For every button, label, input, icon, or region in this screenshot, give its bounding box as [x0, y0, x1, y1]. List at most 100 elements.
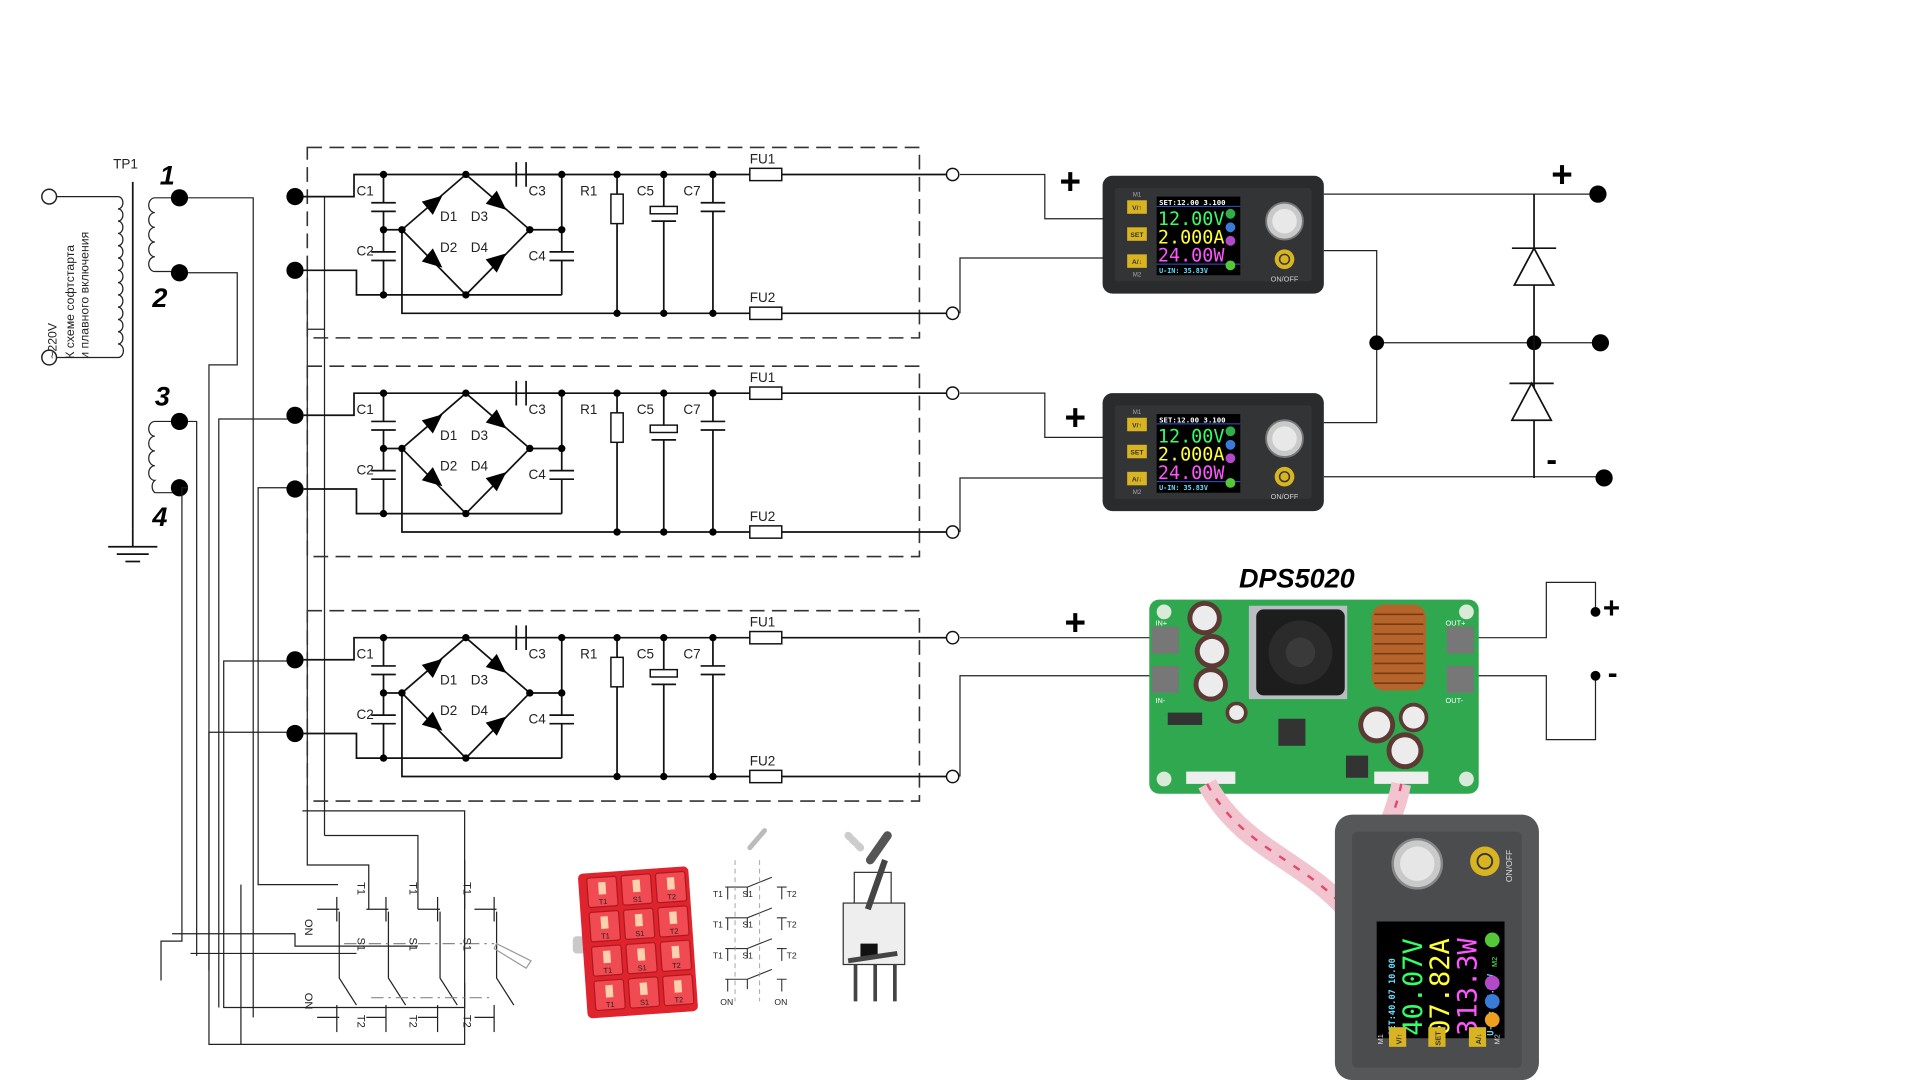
m2-label: M2: [1133, 489, 1142, 496]
label-c2: C2: [356, 244, 373, 259]
block-output-minus[interactable]: [945, 525, 960, 539]
dps5020-display-unit: ON/OFF SET:40.07 10.00 40.07V 07.82A 313…: [1334, 814, 1539, 1080]
sw-t2-3: T2: [460, 1015, 472, 1028]
selector-switch-schematic: ON T1 T1 T1 S1 S1 S1 ON T2 T2 T2: [302, 882, 532, 1033]
resistor-r1: [610, 193, 624, 225]
dps-wiring: [959, 173, 1598, 777]
block-output-minus[interactable]: [945, 306, 960, 321]
block-output-plus[interactable]: [945, 167, 960, 182]
cv-icon-a: [1225, 426, 1236, 437]
lcd-connector: [1186, 771, 1236, 784]
out-minus-label: OUT-: [1446, 696, 1464, 705]
output-plus-terminal[interactable]: [1589, 185, 1607, 203]
dps5020-out-minus-terminal[interactable]: [1590, 670, 1601, 681]
lcd-current: 2.000A: [1158, 227, 1225, 248]
diode-d1-symbol: [421, 195, 443, 215]
terminal-1-dot: [170, 189, 189, 207]
block-output-plus[interactable]: [945, 630, 960, 645]
primary-winding: ~220V К схеме софтстарта и плавного вклю…: [41, 188, 125, 366]
in-minus-terminal[interactable]: [1151, 665, 1179, 693]
switch-cell-label: T2: [670, 926, 679, 936]
dps5020-title: DPS5020: [1239, 563, 1355, 593]
label-d1: D1: [440, 209, 457, 224]
button-a-down[interactable]: A/↓: [1127, 471, 1147, 486]
onoff-button[interactable]: [1470, 846, 1500, 877]
button-a-down[interactable]: A/↓: [1468, 1027, 1487, 1047]
label-d4: D4: [471, 240, 489, 255]
fuse-fu2: [749, 525, 783, 539]
block-enclosure: [306, 146, 921, 339]
label-c2: C2: [356, 707, 373, 722]
label-r1: R1: [580, 183, 597, 198]
primary-terminal-top[interactable]: [41, 188, 58, 205]
sw-on-bottom: ON: [302, 993, 314, 1010]
diode-bottom: [1509, 381, 1554, 422]
button-set[interactable]: SET: [1428, 1027, 1446, 1047]
onoff-button[interactable]: [1274, 466, 1295, 487]
terminal-4-dot: [170, 479, 189, 497]
label-d3: D3: [471, 209, 488, 224]
terminal-4-label: 4: [151, 502, 167, 532]
button-v-up[interactable]: V/↑: [1388, 1027, 1407, 1047]
label-d2: D2: [440, 459, 457, 474]
ground-symbol: [108, 528, 158, 563]
out-plus-terminal[interactable]: [1446, 626, 1474, 654]
diode-d3-symbol: [485, 409, 507, 429]
output-plus-sign: +: [1551, 154, 1573, 195]
label-d2: D2: [440, 240, 457, 255]
sw-t1-2: T1: [406, 882, 418, 895]
lcd-screen: [1156, 196, 1241, 276]
sw-diag-s1: S1: [742, 950, 753, 960]
label-c3: C3: [529, 183, 546, 198]
diode-d4-symbol: [485, 253, 507, 273]
button-a-down-label: A/↓: [1132, 477, 1142, 484]
output-mid-terminal[interactable]: [1591, 334, 1610, 352]
switch-cell-label: T1: [598, 897, 607, 907]
label-c5: C5: [637, 647, 654, 662]
diode-d4-symbol: [485, 716, 507, 736]
sw-diag-s1: S1: [742, 920, 753, 930]
lcd-set-line: SET:12.00 3.100: [1159, 198, 1225, 207]
button-set-label: SET: [1434, 1031, 1443, 1046]
diode-d4-symbol: [485, 472, 507, 492]
sw-t1-1: T1: [355, 882, 367, 895]
out-minus-terminal[interactable]: [1446, 665, 1474, 693]
block-output-minus[interactable]: [945, 769, 960, 784]
out-plus-label: OUT+: [1446, 618, 1466, 627]
button-v-up[interactable]: V/↑: [1127, 200, 1147, 214]
fuse-fu1: [749, 630, 783, 645]
label-c3: C3: [529, 402, 546, 417]
label-fu1: FU1: [750, 615, 776, 630]
label-fu2: FU2: [750, 753, 776, 768]
label-c7: C7: [683, 647, 700, 662]
dps5020-out-plus-terminal[interactable]: [1590, 606, 1601, 617]
label-d1: D1: [440, 672, 457, 687]
in-plus-terminal[interactable]: [1151, 626, 1179, 654]
switch-lever[interactable]: [493, 942, 532, 970]
label-fu1: FU1: [750, 151, 776, 166]
sw-on-top: ON: [302, 919, 314, 936]
output-minus-terminal[interactable]: [1595, 469, 1613, 487]
block-output-plus[interactable]: [945, 386, 960, 401]
block-input-dot-bottom: [286, 261, 304, 279]
button-set[interactable]: SET: [1127, 444, 1147, 459]
block-enclosure: [306, 609, 921, 802]
sw-t2-2: T2: [406, 1015, 418, 1028]
button-set[interactable]: SET: [1127, 227, 1147, 241]
sw-diag-on-left: ON: [720, 997, 733, 1007]
capacitors: [1187, 600, 1429, 770]
label-c2: C2: [356, 462, 373, 477]
power-icon: [1225, 477, 1236, 488]
button-a-down-label: A/↓: [1132, 259, 1142, 266]
button-v-up[interactable]: V/↑: [1127, 417, 1147, 432]
terminal-2-dot: [170, 264, 189, 282]
onoff-button[interactable]: [1274, 249, 1295, 270]
button-a-down[interactable]: A/↓: [1127, 254, 1147, 268]
terminal-3-dot: [170, 412, 189, 431]
lcd-power: 313.3W: [1452, 937, 1483, 1035]
dps1-input-plus-sign: +: [1060, 161, 1082, 202]
button-v-up-label: V/↑: [1132, 423, 1142, 430]
